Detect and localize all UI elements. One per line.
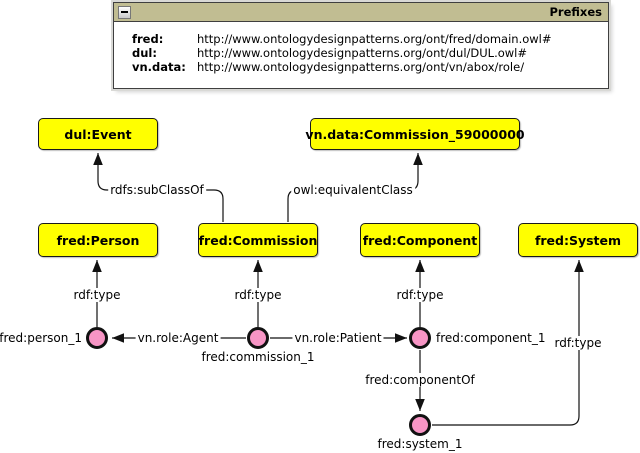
prefix-term: fred: [132, 32, 164, 46]
edge-label-vnrole-patient: vn.role:Patient [292, 331, 384, 345]
prefix-term: dul: [132, 46, 157, 60]
prefix-row: dul: http://www.ontologydesignpatterns.o… [132, 46, 608, 60]
prefix-term: vn.data: [132, 60, 186, 74]
edge-label-component1-rdftype: rdf:type [394, 288, 446, 302]
prefix-row: vn.data: http://www.ontologydesignpatter… [132, 60, 608, 74]
edge-label-commission1-rdftype: rdf:type [232, 288, 284, 302]
window-title: Prefixes [549, 5, 603, 19]
prefix-uri: http://www.ontologydesignpatterns.org/on… [197, 60, 525, 74]
instance-node-commission-1[interactable] [247, 327, 269, 349]
edge-label-equivalentclass: owl:equivalentClass [291, 183, 415, 197]
instance-node-system-1[interactable] [409, 414, 431, 436]
minus-icon [121, 11, 128, 13]
instance-node-component-1[interactable] [409, 327, 431, 349]
instance-label-system-1: fred:system_1 [375, 437, 465, 451]
prefix-row: fred: http://www.ontologydesignpatterns.… [132, 32, 608, 46]
edge-label-subclassof: rdfs:subClassOf [108, 183, 206, 197]
class-node-fred-person[interactable]: fred:Person [38, 223, 158, 257]
instance-label-commission-1: fred:commission_1 [199, 350, 317, 364]
edge-system1-rdftype [432, 260, 584, 426]
prefixes-window: Prefixes fred: http://www.ontologydesign… [113, 2, 609, 89]
edge-label-componentof: fred:componentOf [363, 373, 477, 387]
edge-label-vnrole-agent: vn.role:Agent [135, 331, 221, 345]
class-node-fred-commission[interactable]: fred:Commission [198, 223, 318, 257]
class-node-fred-component[interactable]: fred:Component [360, 223, 480, 257]
class-node-dul-event[interactable]: dul:Event [38, 118, 158, 150]
minimize-button[interactable] [118, 5, 131, 19]
class-node-vn-commission[interactable]: vn.data:Commission_59000000 [305, 118, 525, 150]
prefixes-window-titlebar[interactable]: Prefixes [114, 3, 608, 22]
edge-label-person1-rdftype: rdf:type [71, 288, 123, 302]
prefix-uri: http://www.ontologydesignpatterns.org/on… [197, 32, 552, 46]
instance-label-person-1: fred:person_1 [0, 331, 84, 345]
class-node-fred-system[interactable]: fred:System [518, 223, 638, 257]
instance-node-person-1[interactable] [86, 327, 108, 349]
instance-label-component-1: fred:component_1 [434, 331, 548, 345]
edge-label-system1-rdftype: rdf:type [552, 336, 604, 350]
prefix-uri: http://www.ontologydesignpatterns.org/on… [197, 46, 528, 60]
prefixes-list: fred: http://www.ontologydesignpatterns.… [114, 22, 608, 74]
